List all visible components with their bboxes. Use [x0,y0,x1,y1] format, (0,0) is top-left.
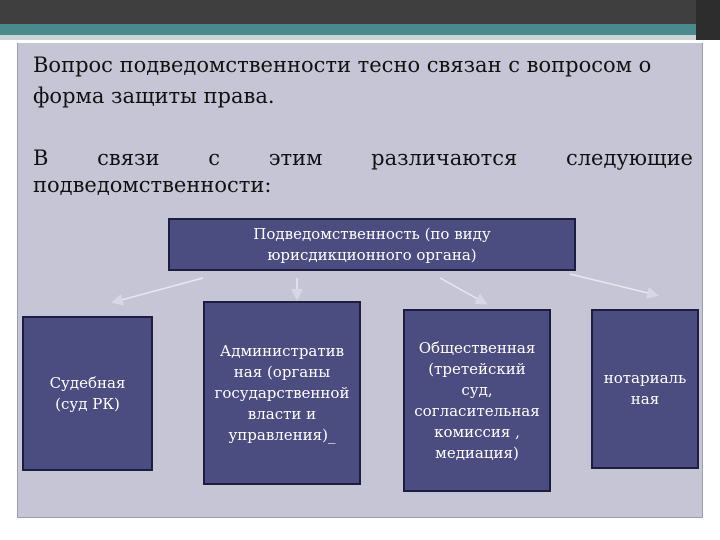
panel-top-line [17,42,703,43]
top-decor-bar [0,0,720,24]
box-judicial: Судебная (суд РК) [22,316,153,471]
top-light-stripe [0,35,720,40]
root-box-jurisdiction: Подведомственность (по виду юрисдикционн… [168,218,576,271]
box-notarial: нотариаль ная [591,309,699,469]
top-accent-bar [0,24,720,35]
arrow-to-notarial [569,273,659,299]
arrow-to-judicial [111,277,204,306]
arrow-to-public [439,277,488,305]
top-corner-block [696,0,720,40]
intro-paragraph: Вопрос подведомственности тесно связан с… [33,53,652,108]
box-public: Общественная (третейский суд, согласител… [403,309,551,492]
classification-paragraph: В связи с этим различаются следующие под… [33,146,693,197]
box-administrative: Административ ная (органы государственно… [203,301,361,485]
